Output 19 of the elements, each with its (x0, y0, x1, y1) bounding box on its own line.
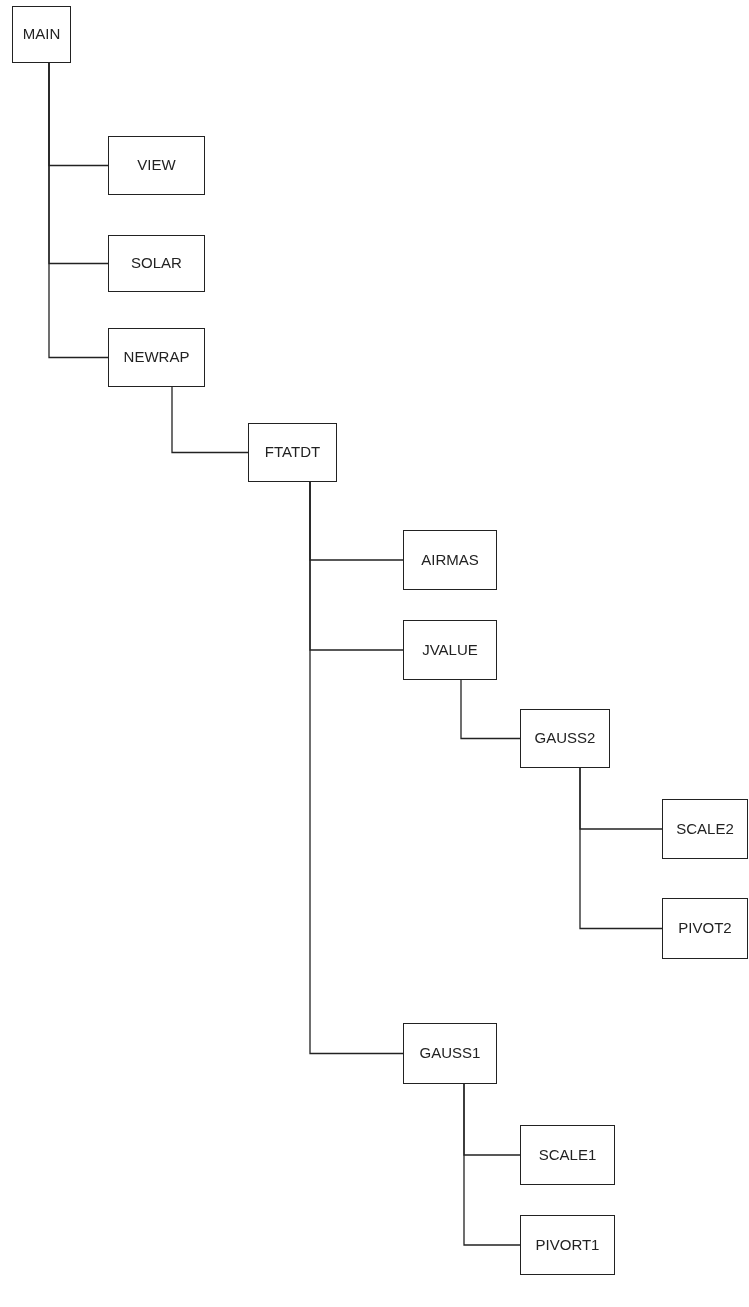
module-box: GAUSS1 (403, 1023, 497, 1084)
module-box: PIVORT1 (520, 1215, 615, 1275)
module-box: JVALUE (403, 620, 497, 680)
connector-line (309, 481, 404, 1055)
connector-line (48, 62, 109, 359)
module-box: NEWRAP (108, 328, 205, 387)
module-box: MAIN (12, 6, 71, 63)
module-box: SCALE1 (520, 1125, 615, 1185)
module-box: AIRMAS (403, 530, 497, 590)
module-box: VIEW (108, 136, 205, 195)
module-box: FTATDT (248, 423, 337, 482)
connector-line (463, 1083, 521, 1246)
module-box: SOLAR (108, 235, 205, 292)
module-box: GAUSS2 (520, 709, 610, 768)
connector-line (460, 679, 521, 740)
module-box: PIVOT2 (662, 898, 748, 959)
connector-line (579, 767, 663, 930)
connector-line (171, 386, 249, 454)
module-box: SCALE2 (662, 799, 748, 859)
